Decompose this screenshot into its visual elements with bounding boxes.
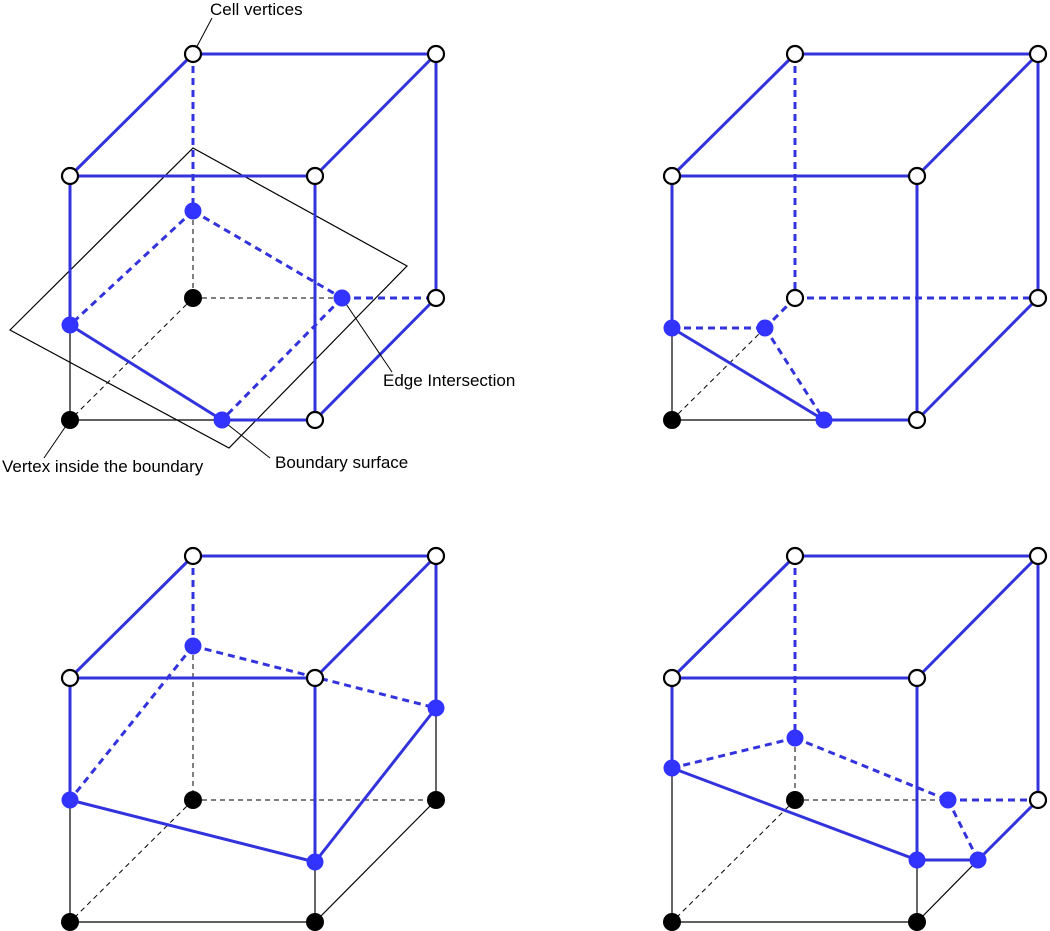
intersection-edge	[313, 707, 438, 863]
leader-line	[341, 297, 393, 373]
cell-vertex	[907, 410, 927, 430]
hidden-edge	[671, 327, 766, 421]
cube-edge	[670, 52, 797, 178]
intersection-point	[969, 851, 987, 869]
cube-edge	[670, 554, 797, 680]
cell-vertex	[60, 668, 80, 688]
intersection-point	[786, 729, 804, 747]
cube-edge	[915, 52, 1040, 178]
hidden-edge	[671, 799, 796, 923]
inside-edge	[314, 799, 437, 923]
dashed-edge	[671, 736, 796, 770]
intersection-edge	[69, 798, 316, 864]
boundary-surface-plane	[9, 147, 408, 449]
dashed-edge	[794, 736, 949, 802]
cube-edge	[313, 52, 438, 178]
inside-vertex	[61, 411, 79, 429]
cube-edge	[68, 52, 195, 178]
intersection-point	[184, 202, 202, 220]
cell-vertex	[183, 44, 203, 64]
cell-vertex	[60, 166, 80, 186]
cube-edge	[68, 554, 195, 680]
cell-vertex	[785, 44, 805, 64]
intersection-edge	[671, 766, 918, 862]
cell-vertex	[305, 668, 325, 688]
cell-vertex	[183, 546, 203, 566]
intersection-point	[756, 319, 774, 337]
cell-vertex	[1028, 790, 1048, 810]
intersection-point	[815, 411, 833, 429]
inside-vertex	[908, 913, 926, 931]
panel-top-right	[662, 44, 1048, 430]
cell-vertex	[426, 44, 446, 64]
intersection-point	[333, 289, 351, 307]
cell-vertex	[785, 546, 805, 566]
intersection-edge	[69, 323, 223, 422]
cell-vertex	[426, 288, 446, 308]
panel-bottom-left	[60, 546, 446, 931]
intersection-point	[61, 316, 79, 334]
intersection-point	[663, 759, 681, 777]
cube-edge	[313, 296, 438, 422]
intersection-point	[61, 791, 79, 809]
inside-vertex	[663, 913, 681, 931]
cube-edge	[915, 296, 1040, 422]
cell-vertex	[907, 668, 927, 688]
dashed-edge	[946, 799, 980, 861]
inside-vertex	[786, 791, 804, 809]
intersection-point	[306, 853, 324, 871]
vertex-inside-label: Vertex inside the boundary	[2, 457, 204, 476]
edge-intersection-label: Edge Intersection	[383, 371, 516, 390]
intersection-point	[184, 637, 202, 655]
cell-vertex	[662, 668, 682, 688]
dashed-edge	[192, 209, 343, 300]
intersection-point	[939, 791, 957, 809]
cell-vertex	[426, 546, 446, 566]
hidden-edge	[69, 799, 194, 923]
intersection-point	[908, 851, 926, 869]
leader-line	[221, 419, 271, 459]
intersection-point	[427, 699, 445, 717]
dashed-edge	[68, 645, 195, 801]
intersection-point	[663, 319, 681, 337]
cell-vertex	[785, 288, 805, 308]
cell-vertices-label: Cell vertices	[210, 0, 303, 19]
inside-vertex	[184, 289, 202, 307]
intersection-edge	[671, 326, 825, 422]
dashed-edge	[763, 327, 826, 421]
cell-vertex	[907, 166, 927, 186]
inside-vertex	[427, 791, 445, 809]
cell-vertex	[662, 166, 682, 186]
cube-edge	[68, 676, 317, 862]
dashed-edge	[68, 209, 195, 327]
inside-vertex	[61, 913, 79, 931]
cell-vertex	[305, 166, 325, 186]
cell-vertex	[1028, 546, 1048, 566]
cell-vertex	[305, 410, 325, 430]
cell-vertex	[1028, 288, 1048, 308]
panel-top-left	[9, 17, 446, 459]
intersection-point	[213, 411, 231, 429]
dashed-edge	[220, 296, 344, 422]
boundary-surface-label: Boundary surface	[275, 453, 409, 472]
cube-edge	[915, 554, 1040, 680]
cell-vertex	[1028, 44, 1048, 64]
panel-bottom-right	[662, 546, 1048, 931]
hidden-edge	[69, 297, 194, 421]
inside-vertex	[184, 791, 202, 809]
inside-vertex	[306, 913, 324, 931]
inside-edge	[916, 859, 979, 923]
cube-edge	[313, 554, 438, 680]
inside-vertex	[663, 411, 681, 429]
cube-edge	[976, 798, 1040, 862]
